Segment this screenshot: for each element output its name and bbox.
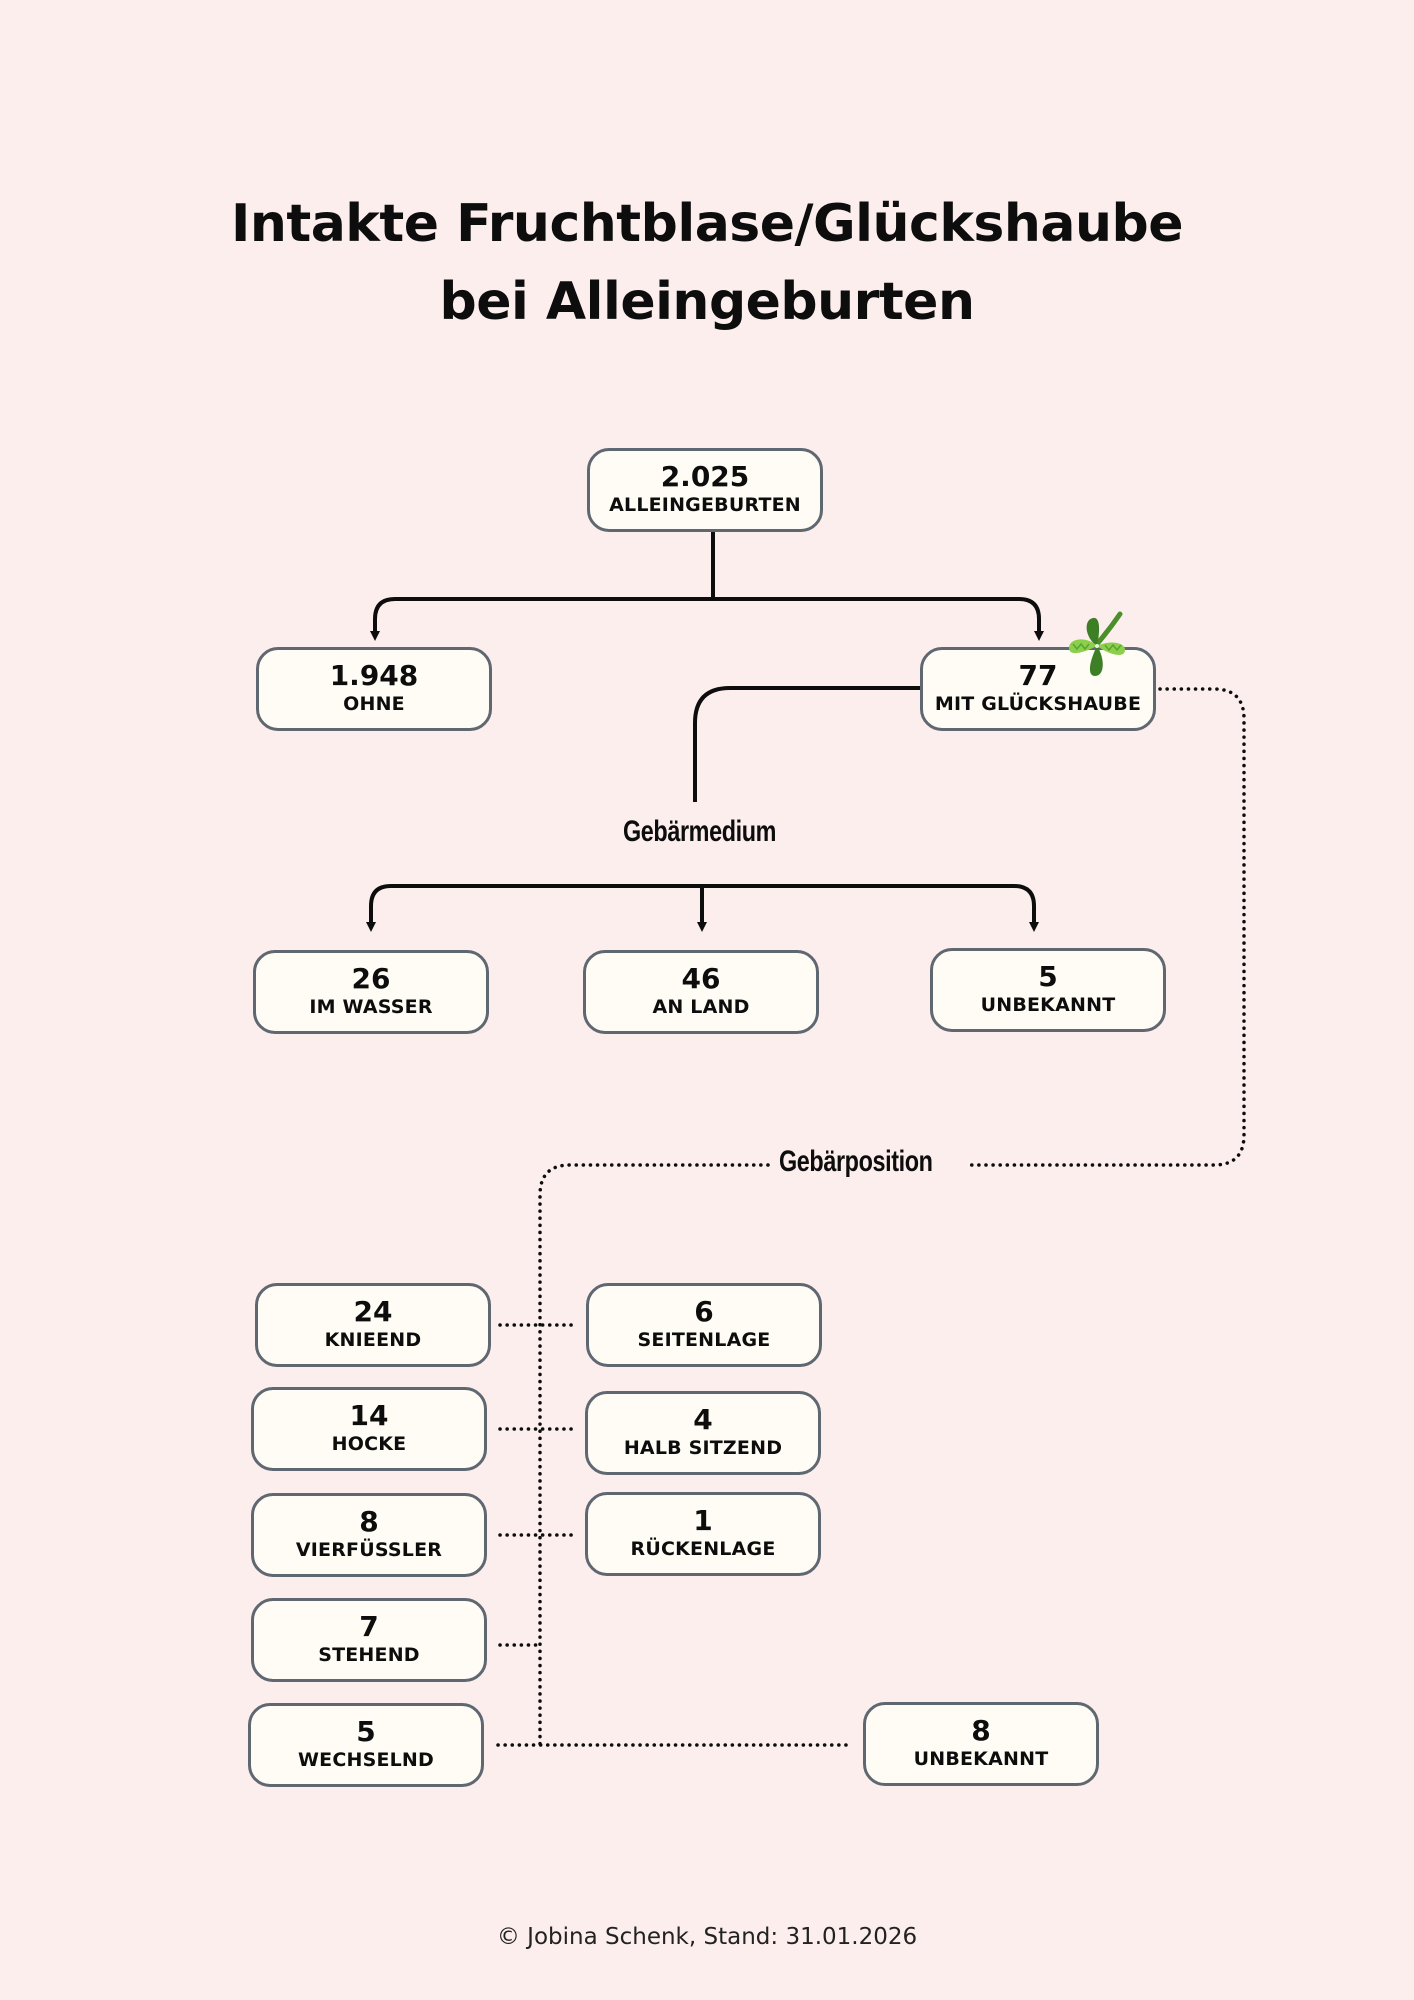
copyright-footer: © Jobina Schenk, Stand: 31.01.2026 — [496, 1924, 918, 1950]
node-value: 2.025 — [660, 460, 750, 493]
node-label: VIERFÜSSLER — [295, 1539, 443, 1561]
node-value: 77 — [1018, 659, 1058, 692]
node-alleingeburten: 2.025 ALLEINGEBURTEN — [587, 448, 823, 532]
dotted-position-left — [538, 1163, 770, 1747]
node-label: MIT GLÜCKSHAUBE — [934, 693, 1142, 715]
node-value: 14 — [349, 1399, 389, 1432]
node-vierfuessler: 8 VIERFÜSSLER — [251, 1493, 487, 1577]
node-value: 26 — [351, 962, 391, 995]
node-label: AN LAND — [652, 996, 750, 1018]
node-label: SEITENLAGE — [637, 1329, 771, 1351]
node-ohne: 1.948 OHNE — [256, 647, 492, 731]
node-value: 46 — [681, 962, 721, 995]
node-unbekannt-position: 8 UNBEKANNT — [863, 1702, 1099, 1786]
node-value: 8 — [971, 1714, 991, 1747]
node-value: 5 — [356, 1715, 376, 1748]
title-line-2: bei Alleingeburten — [439, 272, 975, 332]
four-leaf-clover-icon — [1069, 611, 1125, 676]
page-title: Intakte Fruchtblase/Glückshaube bei Alle… — [0, 185, 1414, 341]
connector-mit-medium — [693, 686, 920, 802]
node-label: WECHSELND — [297, 1749, 435, 1771]
node-label: HOCKE — [331, 1433, 407, 1455]
node-mit-glueckshaube: 77 MIT GLÜCKSHAUBE — [920, 647, 1156, 731]
node-value: 8 — [359, 1505, 379, 1538]
node-value: 1 — [693, 1504, 713, 1537]
node-im-wasser: 26 IM WASSER — [253, 950, 489, 1034]
node-label: OHNE — [343, 693, 405, 715]
node-value: 4 — [693, 1403, 713, 1436]
dotted-mit-to-position — [965, 687, 1246, 1167]
connector-to-wasser — [366, 884, 702, 932]
node-label: KNIEEND — [324, 1329, 422, 1351]
node-halb-sitzend: 4 HALB SITZEND — [585, 1391, 821, 1475]
node-label: UNBEKANNT — [980, 994, 1116, 1016]
node-label: UNBEKANNT — [913, 1748, 1049, 1770]
node-an-land: 46 AN LAND — [583, 950, 819, 1034]
section-gebaerposition: Gebärposition — [779, 1145, 933, 1178]
node-unbekannt-medium: 5 UNBEKANNT — [930, 948, 1166, 1032]
node-label: IM WASSER — [309, 996, 433, 1018]
section-gebaermedium: Gebärmedium — [623, 815, 777, 848]
node-label: HALB SITZEND — [623, 1437, 783, 1459]
node-seitenlage: 6 SEITENLAGE — [586, 1283, 822, 1367]
connector-to-unbekannt-medium — [702, 884, 1039, 932]
node-stehend: 7 STEHEND — [251, 1598, 487, 1682]
connector-to-ohne — [370, 597, 713, 641]
node-hocke: 14 HOCKE — [251, 1387, 487, 1471]
title-line-1: Intakte Fruchtblase/Glückshaube — [230, 194, 1184, 254]
node-label: STEHEND — [318, 1644, 420, 1666]
node-wechselnd: 5 WECHSELND — [248, 1703, 484, 1787]
node-label: RÜCKENLAGE — [630, 1538, 776, 1560]
node-label: ALLEINGEBURTEN — [609, 494, 801, 516]
node-value: 6 — [694, 1295, 714, 1328]
node-value: 7 — [359, 1610, 379, 1643]
node-value: 24 — [353, 1295, 393, 1328]
node-knieend: 24 KNIEEND — [255, 1283, 491, 1367]
connector-to-mit — [713, 597, 1044, 641]
node-value: 5 — [1038, 960, 1058, 993]
node-rueckenlage: 1 RÜCKENLAGE — [585, 1492, 821, 1576]
node-value: 1.948 — [329, 659, 419, 692]
